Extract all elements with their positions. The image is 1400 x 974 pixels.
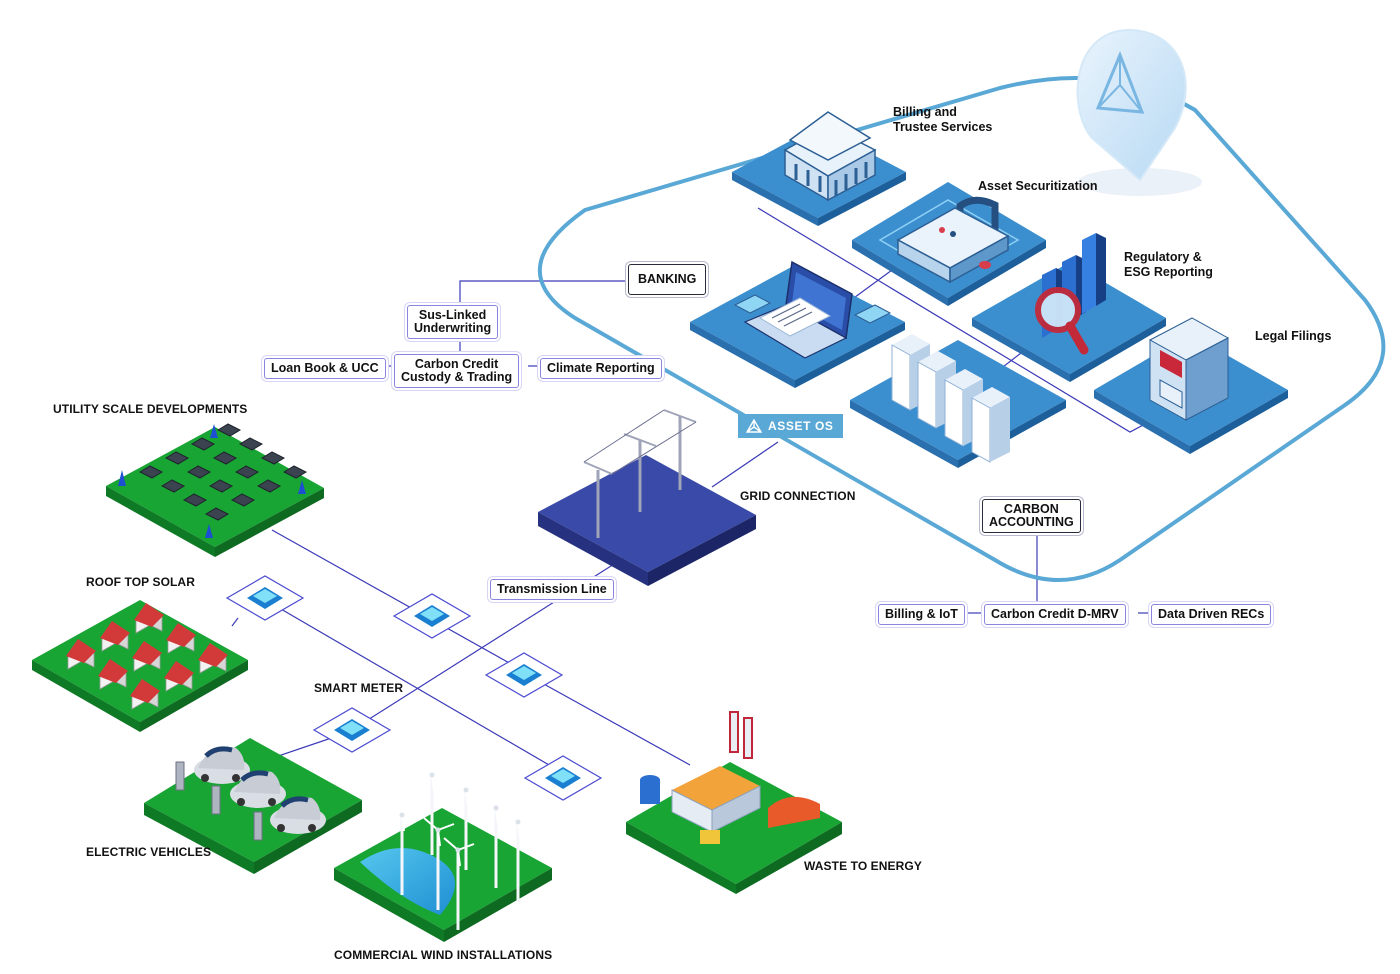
solar-panel	[160, 479, 186, 493]
solar-panel	[234, 465, 260, 479]
carbon-accounting-line2: ACCOUNTING	[989, 515, 1074, 529]
recs-tag[interactable]: Data Driven RECs	[1151, 604, 1272, 625]
server-racks-icon	[891, 334, 1010, 463]
house	[98, 659, 128, 690]
bar-chart-icon	[1035, 233, 1106, 355]
wind-turbine	[417, 762, 449, 855]
line-utility-to-meter	[271, 529, 546, 684]
smart-meter-icon	[312, 707, 392, 753]
line-rooftop-to-meter	[261, 597, 569, 777]
solar-panel	[282, 465, 308, 479]
wind-turbine	[387, 802, 419, 895]
solar-panels-icon	[138, 423, 308, 521]
grid-connection-tile	[538, 455, 756, 586]
asset-os-pin-icon	[1076, 28, 1202, 196]
house	[100, 621, 130, 652]
asset-os-logo-icon	[746, 419, 762, 433]
carbon-credit-line1: Carbon Credit	[414, 357, 499, 371]
factory-icon	[640, 711, 820, 844]
house	[130, 679, 160, 710]
underwriting-line1: Sus-Linked	[418, 308, 487, 322]
asset-os-label: ASSET OS	[768, 419, 834, 433]
wind-turbine	[443, 837, 475, 930]
underwriting-line2: Underwriting	[414, 321, 492, 335]
loan-book-tag[interactable]: Loan Book & UCC	[264, 358, 386, 379]
wind-turbine	[451, 777, 483, 870]
solar-panel	[190, 437, 216, 451]
trees-icon	[118, 424, 306, 538]
solar-panel	[164, 451, 190, 465]
securitization-label: Asset Securitization	[978, 179, 1098, 193]
solar-panel	[182, 493, 208, 507]
climate-reporting-tag[interactable]: Climate Reporting	[540, 358, 662, 379]
solar-panel	[238, 437, 264, 451]
transmission-line-tag[interactable]: Transmission Line	[490, 579, 614, 600]
smart-meters	[225, 575, 603, 801]
wind-turbines-icon	[387, 762, 535, 930]
ev-cars-icon	[175, 746, 326, 841]
wind-turbine	[503, 809, 535, 902]
regulatory-label-line2: ESG Reporting	[1124, 265, 1213, 279]
billing-label: Billing and Trustee Services	[893, 105, 992, 135]
solar-panel	[260, 451, 286, 465]
padlock-icon	[896, 196, 1010, 284]
solar-panel	[204, 507, 230, 521]
billing-label-line1: Billing and	[893, 105, 957, 119]
utility-scale-label: UTILITY SCALE DEVELOPMENTS	[53, 402, 248, 416]
dmrv-tag[interactable]: Carbon Credit D-MRV	[984, 604, 1126, 625]
solar-panel	[256, 479, 282, 493]
carbon-accounting-tag[interactable]: CARBON ACCOUNTING	[982, 499, 1081, 533]
line-grid-to-assetos	[711, 441, 779, 488]
commercial-wind-label: COMMERCIAL WIND INSTALLATIONS	[334, 948, 553, 962]
filing-cabinet-icon	[1148, 317, 1230, 421]
line-meter-to-waste	[541, 682, 691, 766]
line-platform-internal-a	[757, 207, 1146, 433]
house	[198, 643, 228, 674]
regulatory-label: Regulatory & ESG Reporting	[1124, 250, 1213, 280]
house	[66, 639, 96, 670]
waste-to-energy-label: WASTE TO ENERGY	[804, 859, 922, 873]
billing-label-line2: Trustee Services	[893, 120, 993, 134]
solar-panel	[230, 493, 256, 507]
solar-panel	[216, 423, 242, 437]
laptop-icon	[733, 260, 892, 359]
smart-meter-icon	[225, 575, 305, 621]
utility-solar-ground	[106, 427, 324, 557]
underwriting-tag[interactable]: Sus-Linked Underwriting	[407, 305, 499, 339]
rooftop-solar-label: ROOF TOP SOLAR	[86, 575, 195, 589]
solar-panel	[208, 479, 234, 493]
smart-meter-icon	[523, 755, 603, 801]
billing-iot-tag[interactable]: Billing & IoT	[878, 604, 965, 625]
platform-tiles	[690, 111, 1288, 468]
solar-panel	[138, 465, 164, 479]
banking-tag[interactable]: BANKING	[628, 264, 707, 295]
house	[132, 641, 162, 672]
carbon-credit-tag[interactable]: Carbon Credit Custody & Trading	[394, 354, 520, 388]
electric-vehicles-label: ELECTRIC VEHICLES	[86, 845, 212, 859]
houses-icon	[66, 603, 228, 710]
house	[164, 661, 194, 692]
solar-panel	[186, 465, 212, 479]
house	[166, 623, 196, 654]
power-pylons-icon	[583, 409, 697, 538]
grid-connection-label: GRID CONNECTION	[740, 489, 856, 503]
regulatory-label-line1: Regulatory &	[1124, 250, 1202, 264]
carbon-credit-line2: Custody & Trading	[401, 370, 513, 384]
solar-panel	[212, 451, 238, 465]
smart-meter-icon	[392, 593, 472, 639]
line-meter-to-grid	[354, 534, 661, 729]
legal-label: Legal Filings	[1255, 329, 1332, 343]
carbon-accounting-line1: CARBON	[1003, 502, 1059, 516]
wind-turbine	[481, 795, 513, 888]
smart-meter-label: SMART METER	[314, 681, 404, 695]
asset-os-badge[interactable]: ASSET OS	[738, 414, 844, 438]
smart-meter-icon	[484, 652, 564, 698]
house	[134, 603, 164, 634]
line-rooftop-stub	[231, 617, 239, 627]
wind-turbine	[423, 817, 455, 910]
bank-building-icon	[783, 111, 877, 202]
